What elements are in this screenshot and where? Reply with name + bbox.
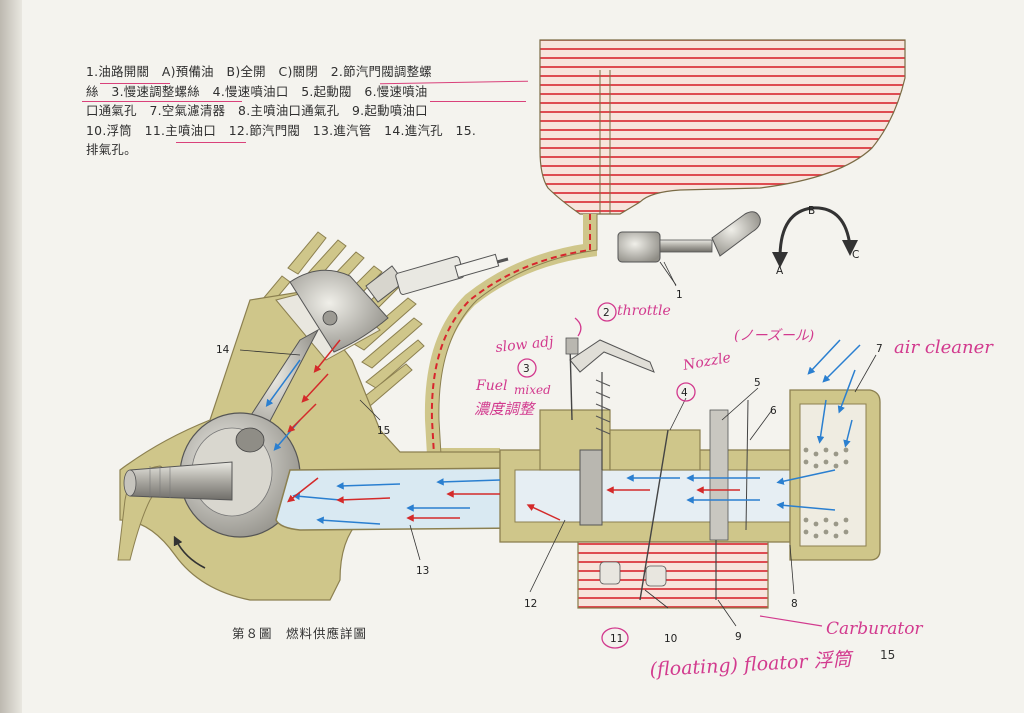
intake-manifold	[275, 467, 521, 531]
legend-underline-1	[100, 83, 170, 84]
callout-10: 10	[664, 633, 677, 645]
note-nozzle: Nozzle	[681, 350, 732, 374]
legend-line-2: 絲 3.慢速調整螺絲 4.慢速噴油口 5.起動閥 6.慢速噴油	[86, 83, 428, 99]
callout-6: 6	[770, 405, 777, 417]
rotation-label-a: A	[776, 265, 784, 277]
note-throttle: throttle	[617, 303, 671, 319]
airflow-arrows	[265, 339, 861, 525]
callout-numbers: 1 2 3 4 5 6 7 8 9 10 11 12 13 14 15 B A …	[216, 205, 883, 645]
note-floating: (floating) floator 浮筒	[649, 648, 855, 681]
callout-15: 15	[377, 425, 390, 437]
leader-lines	[239, 261, 877, 627]
rotation-indicator	[772, 206, 858, 268]
legend-line-1: 1.油路開關 A)預備油 B)全開 C)關閉 2.節汽門閥調整螺	[86, 64, 432, 79]
piston-assembly	[239, 269, 389, 441]
legend-line-4: 10.浮筒 11.主噴油口 12.節汽門閥 13.進汽管 14.進汽孔 15.	[86, 122, 477, 138]
page-gutter	[0, 0, 22, 713]
callout-7: 7	[876, 343, 883, 355]
legend-underline-5	[176, 142, 246, 143]
note-mixed: mixed	[514, 383, 551, 397]
callout-3: 3	[523, 363, 530, 375]
callout-4: 4	[681, 387, 688, 399]
note-nozzle-jp: (ノーズール)	[734, 328, 814, 344]
callout-1: 1	[676, 289, 683, 301]
note-slow-adj: slow adj	[495, 334, 555, 356]
legend-underline-4	[430, 101, 526, 102]
callout-5: 5	[754, 377, 761, 389]
page-number: 15	[880, 648, 896, 662]
mixture-arrows	[287, 339, 740, 522]
parts-legend: 1.油路開關 A)預備油 B)全開 C)關閉 2.節汽門閥調整螺 絲 3.慢速調…	[86, 62, 536, 160]
handwritten-circles	[517, 302, 696, 649]
flywheel	[123, 412, 301, 569]
callout-9: 9	[735, 631, 742, 643]
legend-line-5: 排氣孔。	[86, 142, 137, 157]
air-cleaner	[789, 389, 881, 561]
carburetor	[499, 337, 791, 609]
callout-2: 2	[603, 307, 610, 319]
fuel-cock	[617, 211, 761, 286]
rotation-label-c: C	[852, 249, 859, 261]
callout-11: 11	[610, 633, 623, 645]
note-air-cleaner: air cleaner	[894, 337, 994, 358]
note-fuel-cn: 濃度調整	[474, 400, 537, 418]
note-carburator: Carburator	[826, 619, 923, 639]
legend-line-3: 口通氣孔 7.空氣濾清器 8.主噴油口通氣孔 9.起動噴油口	[86, 103, 428, 118]
rotation-label-b: B	[808, 205, 815, 217]
callout-13: 13	[416, 565, 429, 577]
spark-plug	[365, 253, 509, 303]
figure-caption: 第８圖 燃料供應詳圖	[232, 626, 368, 641]
fuel-tank	[539, 39, 906, 215]
legend-underline-3	[82, 101, 242, 102]
callout-14: 14	[216, 344, 230, 356]
note-fuel: Fuel	[475, 378, 508, 394]
fuel-line	[424, 214, 598, 462]
callout-12: 12	[524, 598, 537, 610]
callout-8: 8	[791, 598, 798, 610]
